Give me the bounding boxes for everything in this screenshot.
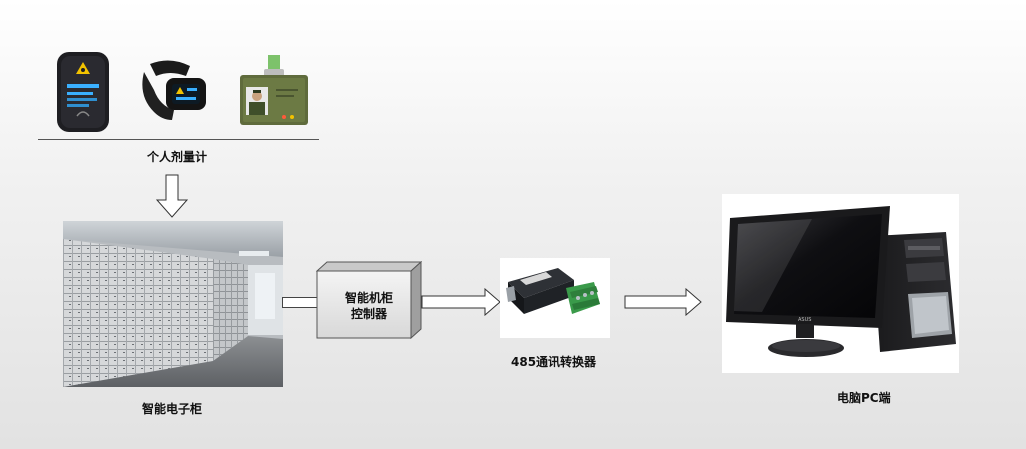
cabinet-photo <box>63 221 283 387</box>
monitor-brand: ASUS <box>798 317 812 323</box>
dosimeter-label: 个人剂量计 <box>147 150 208 164</box>
controller-label-line2: 控制器 <box>351 307 388 321</box>
down-arrow-icon <box>155 174 189 218</box>
converter-device <box>500 258 610 338</box>
right-arrow-icon <box>421 287 501 317</box>
dosimeter-group-divider <box>38 139 319 140</box>
pc-image: ASUS <box>722 194 959 373</box>
cabinet-connector <box>282 295 318 309</box>
controller-box: 智能机柜 控制器 <box>315 260 423 340</box>
right-arrow-icon-2 <box>624 287 702 317</box>
pc-label: 电脑PC端 <box>837 391 891 405</box>
dosimeter-badge-icon <box>240 55 308 125</box>
dosimeter-watch-icon <box>140 58 210 124</box>
dosimeter-pager-icon <box>55 50 111 134</box>
controller-label-line1: 智能机柜 <box>345 291 394 305</box>
converter-label: 485通讯转换器 <box>511 355 597 369</box>
cabinet-label: 智能电子柜 <box>142 402 203 416</box>
